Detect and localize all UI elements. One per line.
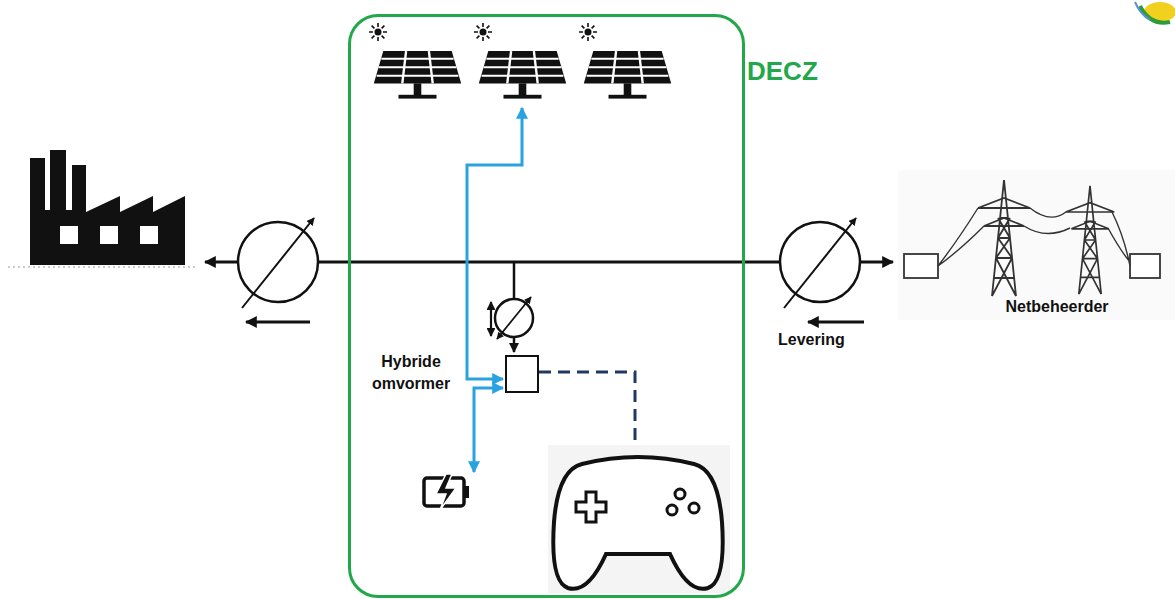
battery-icon xyxy=(424,474,469,510)
factory-icon xyxy=(8,145,195,267)
control-wire xyxy=(539,372,635,456)
flow-label: Levering xyxy=(778,331,845,349)
dc-wiring xyxy=(467,108,522,472)
inverter-label: Hybride omvormer xyxy=(357,351,465,395)
inverter-box: Hybride omvormer xyxy=(505,355,539,393)
logo-fragment xyxy=(1135,2,1175,23)
boundary-title: DECZ xyxy=(747,56,818,87)
solar-panels xyxy=(369,23,671,99)
system-boundary: DECZHybride omvormer xyxy=(348,14,745,598)
grid-label: Netbeheerder xyxy=(998,298,1116,316)
energy-meters xyxy=(238,218,860,339)
flow-arrows xyxy=(246,322,864,323)
controller-icon xyxy=(548,445,730,593)
grid-illustration xyxy=(898,170,1175,320)
grid-operator: Netbeheerder xyxy=(898,170,1175,320)
